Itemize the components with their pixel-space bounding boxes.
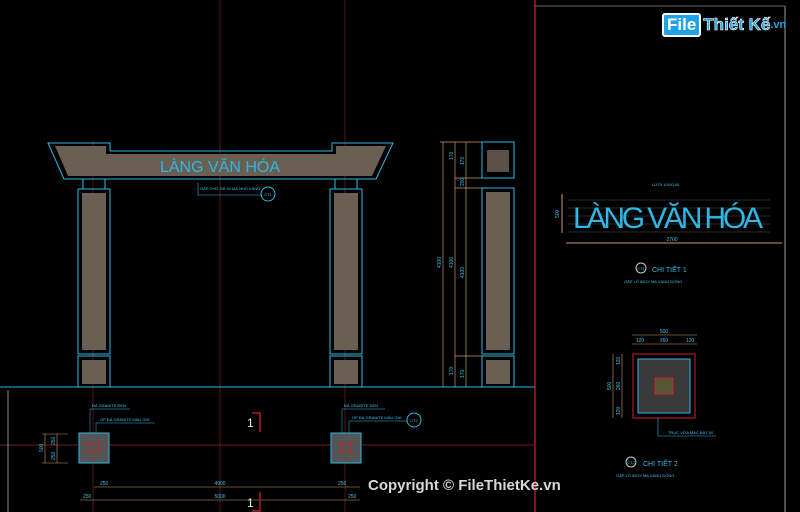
detail2-callout[interactable] [625,456,637,468]
plan-note-left: ỐP ĐÁ GRANITE MÀU GHI [100,417,150,422]
section-mark-label: 1 [247,496,254,510]
detail1-leader-note: LƯỚI 100X100 [652,182,680,187]
dim-text: 4100 [437,257,443,268]
copyright-watermark: Copyright © FileThietKe.vn [368,477,561,494]
detail1-text: LÀNG VĂN HÓA [573,202,763,235]
leader-line [348,420,407,433]
filethietke-logo: File Thiết Kế .vn [662,13,786,37]
dim-text: 170 [460,369,466,378]
sign-text: LÀNG VĂN HÓA [160,157,280,176]
dim-text: 120 [616,356,622,365]
dim-text: 500 [607,381,613,390]
callout-label: CT1 [637,266,645,271]
dim-text: 170 [449,366,455,375]
leader-line [95,422,155,433]
dim-text: 5000 [214,494,225,500]
dim-text: 250 [348,494,357,500]
dim-text: 250 [100,481,109,487]
dim-text: 170 [460,156,466,165]
detail2-title: CHI TIẾT 2 [643,458,678,468]
leader-line [89,408,130,433]
leader-line [341,408,385,433]
side-view-column [481,141,515,388]
right-column [329,178,363,388]
detail2-subtitle: GẮP LỖ INOX MẠ VÀNG ĐỒNG [616,473,674,478]
logo-rest: Thiết Kế [703,15,771,35]
dim-text: 250 [51,451,57,460]
dim-text: 120 [616,406,622,415]
dim-text: 4900 [214,481,225,487]
detail2-center [654,377,674,395]
detail2-note: TRỤC VỮA MÁC BÁT 50 [668,430,714,435]
detail1-subtitle: GẮP LỖ INOX MẠ VÀNG ĐỒNG [624,279,682,284]
section-mark-bottom[interactable]: 1 [247,492,261,512]
logo-file: File [662,13,702,37]
dim-text: 120 [636,338,645,344]
callout-circle[interactable] [260,186,276,202]
leader-line [657,418,716,437]
dim-text: 500 [555,209,561,218]
plan-dim-lines [42,433,360,501]
dim-text: 250 [51,436,57,445]
section-mark-top[interactable]: 1 [247,412,261,432]
side-dimension-lines [440,141,482,387]
dim-text: 4100 [460,267,466,278]
plan-column-right [330,432,362,464]
detail1-callout[interactable] [635,262,647,274]
plan-note-top-right: ĐÁ GRANITE ĐEN [344,403,378,408]
dim-text: 500 [660,329,669,335]
detail1-grid [568,199,770,233]
beam-outline [47,142,394,180]
detail2-outer [632,353,696,419]
dim-text: 4100 [449,257,455,268]
dim-text: 200 [460,177,466,186]
detail1-title: CHI TIẾT 1 [652,264,687,274]
callout-label: CT2 [627,460,635,465]
dim-text: 260 [616,381,622,390]
dim-text: 260 [660,338,669,344]
dim-text: 120 [686,338,695,344]
plan-note-right: ỐP ĐÁ GRANITE MÀU GHI [352,415,402,420]
plan-column-left [78,432,110,464]
plan-callout[interactable] [406,412,422,428]
callout-label: CT2 [410,418,418,423]
section-mark-label: 1 [247,416,254,430]
beam-stone [55,146,386,176]
dim-text: 250 [338,481,347,487]
logo-tld: .vn [770,19,787,31]
dim-text: 2700 [666,237,677,243]
sign-note: GẮP CHỮ ĐÁ 40 MẠ NHŨ VÀNG [200,186,260,191]
dim-text: 170 [449,151,455,160]
dim-text: 500 [39,443,45,452]
detail2-dim-lines [612,334,697,418]
plan-note-top: ĐÁ GRANITE ĐEN [92,403,126,408]
left-column [77,178,111,388]
dim-text: 250 [83,494,92,500]
leader-line [197,183,262,196]
callout-label: CT1 [264,192,272,197]
